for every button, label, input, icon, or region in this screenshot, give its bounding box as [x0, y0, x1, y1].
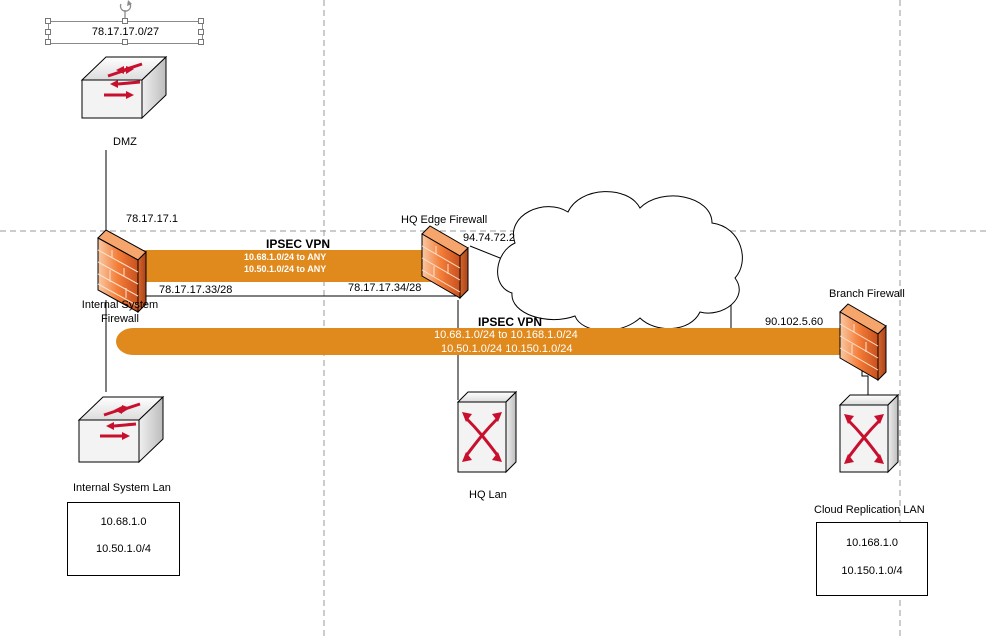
rotate-handle-icon[interactable] [119, 0, 133, 20]
cloud-lan-label: Cloud Replication LAN [814, 504, 925, 516]
selection-handle-br[interactable] [198, 39, 204, 45]
cloud-lan-net1: 10.168.1.0 [846, 537, 898, 549]
selection-handle-mr[interactable] [198, 29, 204, 35]
internal-lan-subnet-box[interactable]: 10.68.1.0 10.50.1.0/4 [67, 502, 180, 576]
selection-handle-ml[interactable] [45, 29, 51, 35]
internal-fw-label-line1: Internal System [81, 299, 159, 311]
cloud-lan-switch-icon[interactable] [838, 393, 900, 474]
branch-fw-firewall-icon[interactable] [839, 303, 887, 382]
hq-fw-ip-inside: 78.17.17.34/28 [348, 282, 422, 294]
hq-fw-firewall-icon[interactable] [421, 225, 469, 300]
vpn-tunnel-internal-to-branch[interactable] [116, 328, 852, 355]
cloud-lan-net2: 10.150.1.0/4 [841, 565, 903, 577]
selection-handle-bm[interactable] [122, 39, 128, 45]
vpn2-title: IPSEC VPN [478, 315, 543, 329]
internet-cloud-icon[interactable] [497, 191, 743, 331]
vpn1-rule2: 10.50.1.0/24 to ANY [244, 264, 327, 274]
hq-lan-label: HQ Lan [469, 489, 507, 501]
branch-fw-label: Branch Firewall [829, 288, 905, 300]
internal-lan-switch-icon[interactable] [77, 395, 165, 464]
dmz-label: DMZ [113, 136, 137, 148]
vpn2-rule2: 10.50.1.0/24 10.150.1.0/24 [441, 343, 573, 355]
internal-lan-label: Internal System Lan [73, 482, 171, 494]
vpn1-title: IPSEC VPN [266, 237, 331, 251]
dmz-switch-icon[interactable] [80, 55, 168, 120]
vpn-tunnel-internal-to-hq[interactable] [138, 250, 438, 282]
branch-fw-ip-wan: 90.102.5.60 [765, 316, 824, 328]
selection-handle-tl[interactable] [45, 18, 51, 24]
hq-fw-label: HQ Edge Firewall [401, 214, 488, 226]
dmz-subnet-label: 78.17.17.0/27 [91, 26, 160, 38]
hq-lan-switch-icon[interactable] [456, 390, 518, 474]
vpn2-rule1: 10.68.1.0/24 to 10.168.1.0/24 [434, 329, 578, 341]
internal-fw-ip-bottom: 78.17.17.33/28 [159, 284, 233, 296]
internal-lan-net1: 10.68.1.0 [100, 516, 147, 528]
vpn1-rule1: 10.68.1.0/24 to ANY [244, 252, 327, 262]
selection-handle-bl[interactable] [45, 39, 51, 45]
cloud-lan-subnet-box[interactable]: 10.168.1.0 10.150.1.0/4 [816, 522, 928, 596]
internal-fw-label-line2: Firewall [101, 313, 139, 325]
selection-handle-tm[interactable] [122, 18, 128, 24]
internal-fw-ip-top: 78.17.17.1 [126, 213, 178, 225]
selection-handle-tr[interactable] [198, 18, 204, 24]
hq-fw-ip-wan: 94.74.72.2 [463, 232, 515, 244]
internal-lan-net2: 10.50.1.0/4 [95, 543, 152, 555]
internal-fw-firewall-icon[interactable] [97, 229, 147, 314]
